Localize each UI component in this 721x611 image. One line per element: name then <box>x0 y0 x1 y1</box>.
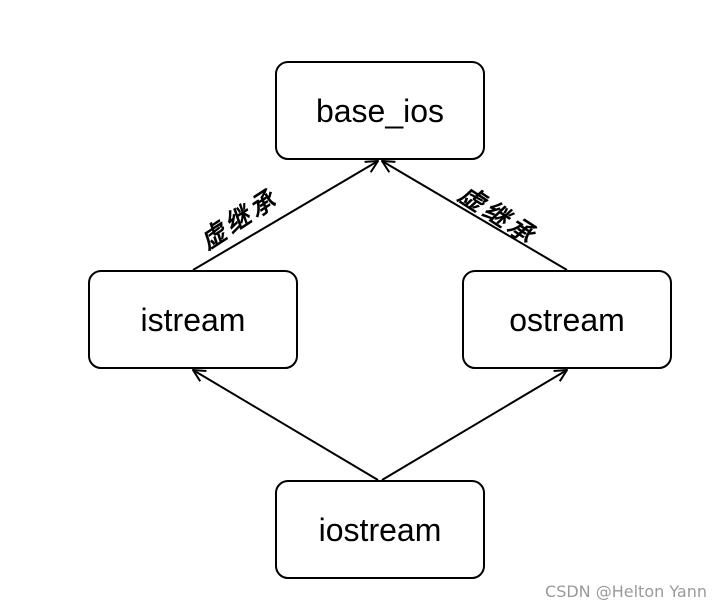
watermark: CSDN @Helton Yann <box>545 582 707 601</box>
edge-iostream-to-ostream <box>381 370 567 481</box>
node-istream: istream <box>88 270 298 369</box>
node-istream-label: istream <box>140 301 246 338</box>
node-ostream-label: ostream <box>509 301 625 338</box>
node-iostream-label: iostream <box>318 511 442 548</box>
node-base-ios: base_ios <box>275 61 485 160</box>
node-ostream: ostream <box>462 270 672 369</box>
node-base-ios-label: base_ios <box>315 92 445 129</box>
edge-iostream-to-istream <box>193 370 379 481</box>
edge-istream-to-base-ios <box>192 161 378 271</box>
edge-ostream-to-base-ios <box>382 161 568 271</box>
node-iostream: iostream <box>275 480 485 579</box>
